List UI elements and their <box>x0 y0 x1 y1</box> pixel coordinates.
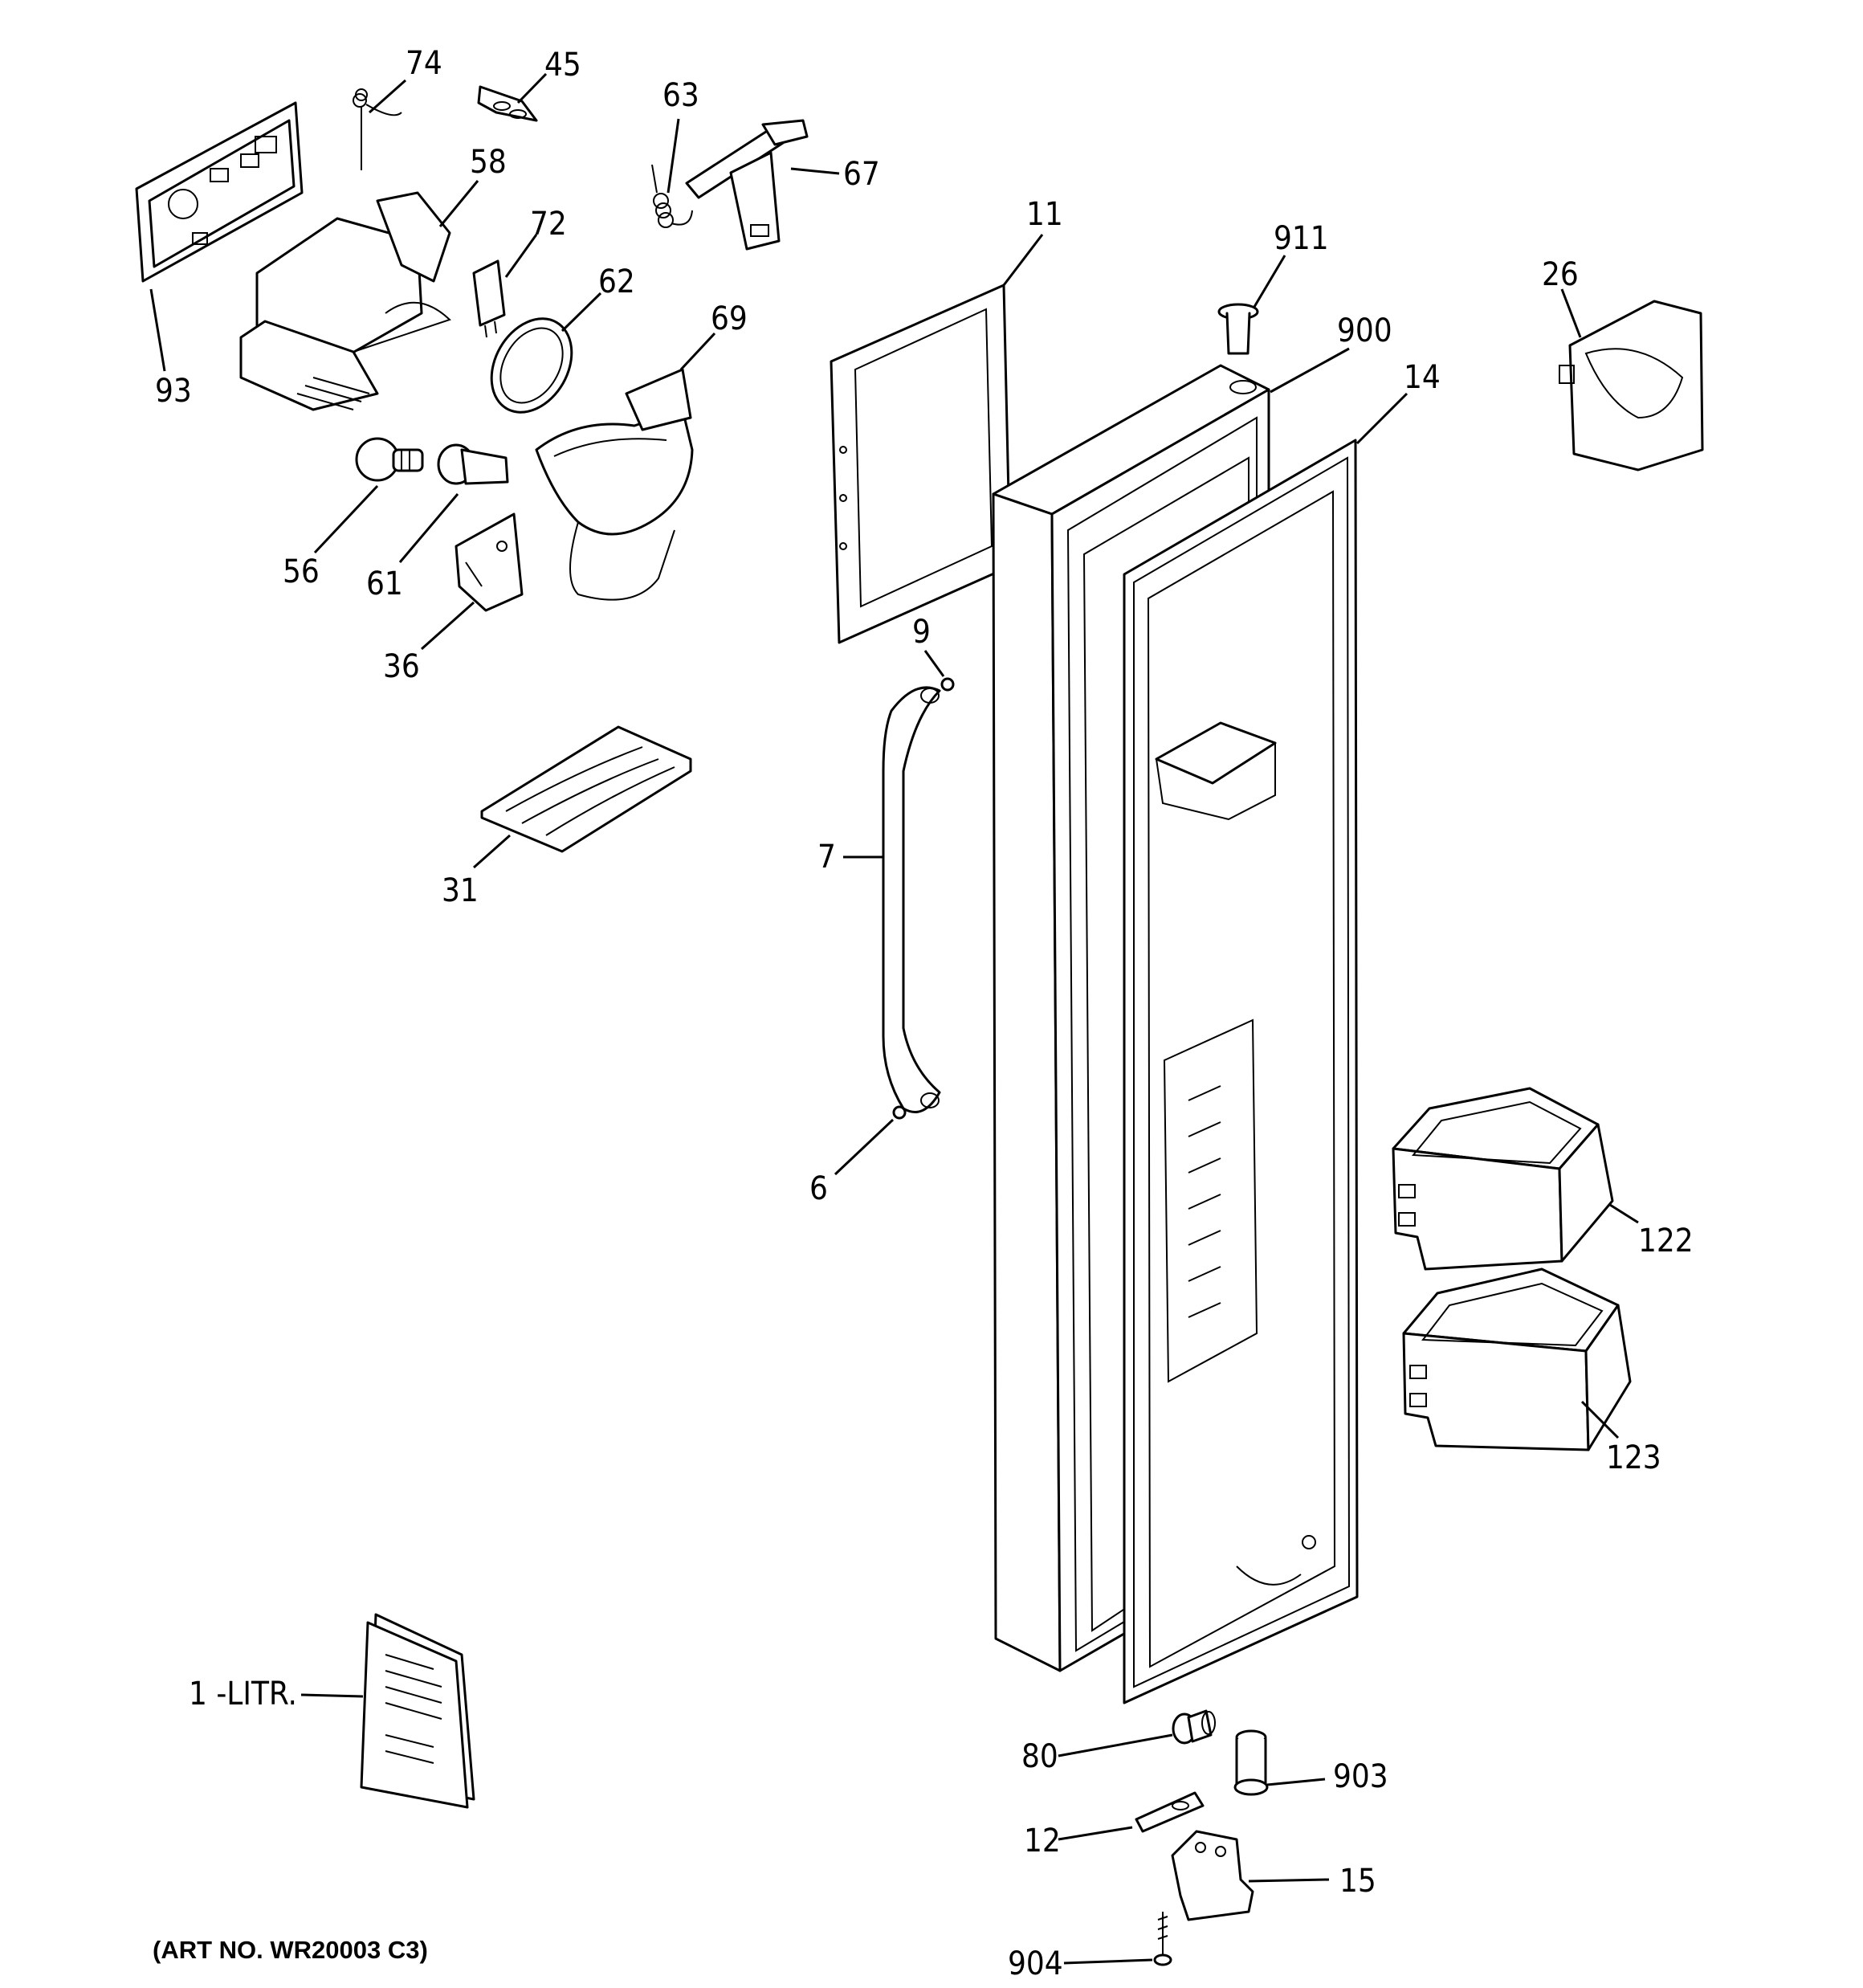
part-93-control-panel <box>135 101 304 283</box>
part-36-bracket <box>455 512 524 612</box>
callout-1-litr: 1 -LITR. <box>189 1676 297 1712</box>
part-7-handle <box>882 686 941 1113</box>
part-9-screw <box>940 677 955 692</box>
leader-15 <box>1248 1878 1330 1883</box>
leader-31 <box>473 834 511 869</box>
callout-45: 45 <box>544 47 581 84</box>
part-15-hinge <box>1171 1830 1254 1921</box>
leader-1 <box>300 1693 364 1698</box>
callout-61: 61 <box>366 565 403 602</box>
callout-14: 14 <box>1404 359 1441 396</box>
part-61-socket <box>437 443 509 485</box>
callout-72: 72 <box>530 206 567 243</box>
part-904-screw <box>1153 1912 1172 1966</box>
callout-58: 58 <box>470 144 507 181</box>
part-62-ring <box>490 317 573 414</box>
leader-63 <box>667 118 680 194</box>
part-58-dispenser-housing <box>239 191 451 411</box>
callout-26: 26 <box>1542 256 1579 293</box>
leader-56 <box>313 484 379 554</box>
leader-80 <box>1058 1733 1173 1757</box>
leader-61 <box>398 493 459 563</box>
callout-903: 903 <box>1333 1758 1388 1795</box>
callout-122: 122 <box>1638 1223 1694 1259</box>
part-67-actuator-arm <box>685 119 809 251</box>
part-12-shim <box>1135 1791 1205 1833</box>
callout-56: 56 <box>283 553 320 590</box>
callout-11: 11 <box>1026 196 1063 233</box>
leader-900 <box>1270 347 1350 394</box>
leader-72 <box>504 234 538 278</box>
part-1-literature <box>360 1613 475 1809</box>
callout-31: 31 <box>442 872 479 909</box>
art-number: (ART NO. WR20003 C3) <box>153 1936 428 1964</box>
callout-123: 123 <box>1606 1439 1661 1476</box>
callout-63: 63 <box>662 77 699 114</box>
leader-14 <box>1355 392 1408 445</box>
part-911-bushing <box>1217 303 1259 355</box>
leader-74 <box>369 79 406 114</box>
leader-69 <box>679 332 716 371</box>
callout-9: 9 <box>912 614 931 651</box>
callout-93: 93 <box>155 373 192 410</box>
callout-74: 74 <box>406 45 442 82</box>
callout-36: 36 <box>383 648 420 685</box>
part-31-drip-tray <box>480 725 692 853</box>
part-26-cap <box>1559 300 1704 471</box>
leader-6 <box>834 1118 895 1176</box>
callout-67: 67 <box>843 156 880 193</box>
part-11-dispenser-frame <box>830 284 1012 644</box>
leader-123 <box>1580 1400 1620 1439</box>
callout-6: 6 <box>809 1170 828 1207</box>
leader-12 <box>1058 1826 1133 1841</box>
callout-80: 80 <box>1021 1738 1058 1775</box>
leader-11 <box>1002 234 1044 286</box>
leader-36 <box>421 601 475 651</box>
callout-12: 12 <box>1024 1823 1061 1859</box>
leader-122 <box>1609 1203 1639 1224</box>
part-80-stud <box>1172 1709 1216 1745</box>
part-122-door-bin <box>1392 1087 1614 1271</box>
callout-69: 69 <box>711 300 748 337</box>
part-72-switch <box>472 259 506 338</box>
leader-67 <box>790 167 840 175</box>
leader-93 <box>149 288 166 372</box>
leader-9 <box>923 650 945 677</box>
part-69-funnel <box>535 368 694 601</box>
callout-62: 62 <box>598 263 635 300</box>
leader-903 <box>1266 1778 1326 1786</box>
part-45-bracket <box>477 85 538 122</box>
callout-15: 15 <box>1339 1863 1376 1900</box>
part-123-door-bin <box>1402 1268 1632 1451</box>
leader-904 <box>1063 1958 1153 1965</box>
part-6-screw <box>892 1105 907 1120</box>
part-56-bulb <box>355 437 424 482</box>
callout-900: 900 <box>1337 312 1392 349</box>
part-14-gasket-liner <box>1123 439 1359 1704</box>
part-74-spring <box>353 88 402 170</box>
part-63-spring <box>651 164 693 228</box>
leader-45 <box>516 72 548 104</box>
leader-26 <box>1560 288 1582 338</box>
leader-62 <box>561 292 602 333</box>
callout-904: 904 <box>1008 1945 1063 1982</box>
callout-911: 911 <box>1274 220 1329 257</box>
callout-7: 7 <box>817 839 836 876</box>
leader-911 <box>1253 255 1286 308</box>
leader-58 <box>438 180 479 227</box>
part-903-bushing <box>1233 1729 1269 1796</box>
